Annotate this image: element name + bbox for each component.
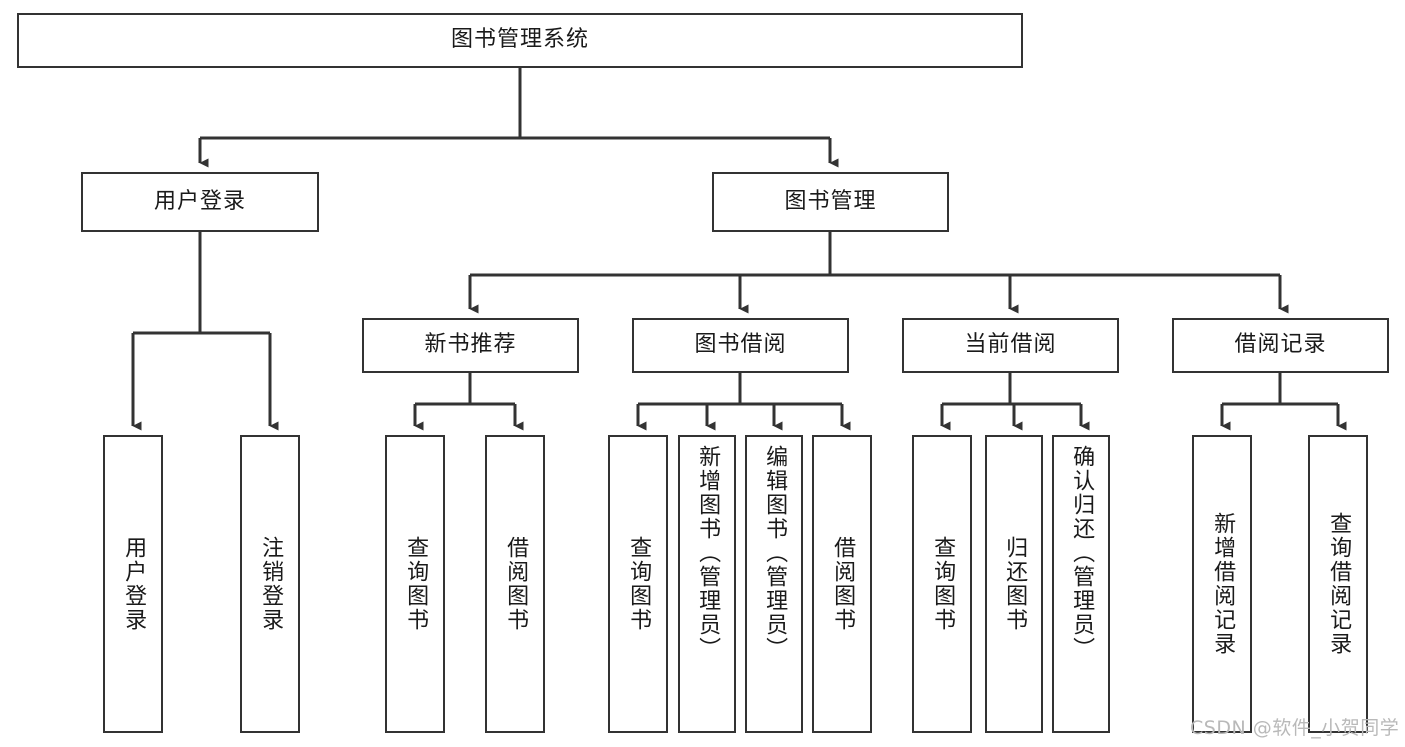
node-label: 借阅图书 [830, 536, 856, 632]
node-label: 用户登录 [121, 536, 147, 632]
current-borrow-to-leaves-connector [940, 373, 1090, 431]
node-leaf-query-book-recommend[interactable]: 查询图书 [385, 435, 445, 733]
user-login-to-leaves-connector [131, 232, 279, 431]
node-leaf-borrow-book[interactable]: 借阅图书 [812, 435, 872, 733]
node-label: 查询借阅记录 [1326, 512, 1352, 656]
node-borrow-record[interactable]: 借阅记录 [1172, 318, 1389, 373]
node-label: 归还图书 [1002, 536, 1028, 632]
node-leaf-add-borrow-record[interactable]: 新增借阅记录 [1192, 435, 1252, 733]
book-borrow-to-leaves-connector [636, 373, 851, 431]
node-leaf-user-login[interactable]: 用户登录 [103, 435, 163, 733]
node-current-borrow[interactable]: 当前借阅 [902, 318, 1119, 373]
node-label: 新书推荐 [424, 332, 517, 358]
node-label: 新增借阅记录 [1210, 512, 1236, 656]
node-leaf-confirm-return-admin[interactable]: 确认归还（管理员） [1052, 435, 1110, 733]
node-leaf-query-book-borrow[interactable]: 查询图书 [608, 435, 668, 733]
node-book-management[interactable]: 图书管理 [712, 172, 949, 232]
root-to-level2-connector [198, 68, 839, 168]
node-label: 借阅图书 [503, 536, 529, 632]
node-label: 借阅记录 [1234, 332, 1327, 358]
node-label: 图书管理系统 [450, 27, 589, 53]
new-book-recommend-to-leaves-connector [413, 373, 524, 431]
node-label: 查询图书 [626, 536, 652, 632]
node-leaf-add-book-admin[interactable]: 新增图书（管理员） [678, 435, 736, 733]
book-management-to-level3-connector [468, 232, 1289, 314]
node-leaf-query-borrow-record[interactable]: 查询借阅记录 [1308, 435, 1368, 733]
node-leaf-logout[interactable]: 注销登录 [240, 435, 300, 733]
node-label: 编辑图书（管理员） [762, 445, 788, 661]
node-book-borrow[interactable]: 图书借阅 [632, 318, 849, 373]
borrow-record-to-leaves-connector [1220, 373, 1347, 431]
node-label: 当前借阅 [964, 332, 1057, 358]
node-leaf-return-book[interactable]: 归还图书 [985, 435, 1043, 733]
node-label: 注销登录 [258, 536, 284, 632]
node-new-book-recommend[interactable]: 新书推荐 [362, 318, 579, 373]
node-label: 查询图书 [403, 536, 429, 632]
node-label: 图书管理 [784, 188, 877, 214]
node-leaf-borrow-book-recommend[interactable]: 借阅图书 [485, 435, 545, 733]
node-label: 查询图书 [930, 536, 956, 632]
node-label: 图书借阅 [694, 332, 787, 358]
node-label: 确认归还（管理员） [1069, 445, 1095, 661]
node-label: 新增图书（管理员） [695, 445, 721, 661]
node-label: 用户登录 [153, 188, 246, 214]
watermark-text: CSDN @软件_小贺同学 [1190, 717, 1400, 739]
node-root[interactable]: 图书管理系统 [17, 13, 1023, 68]
node-user-login[interactable]: 用户登录 [81, 172, 319, 232]
node-leaf-edit-book-admin[interactable]: 编辑图书（管理员） [745, 435, 803, 733]
node-leaf-query-book-current[interactable]: 查询图书 [912, 435, 972, 733]
